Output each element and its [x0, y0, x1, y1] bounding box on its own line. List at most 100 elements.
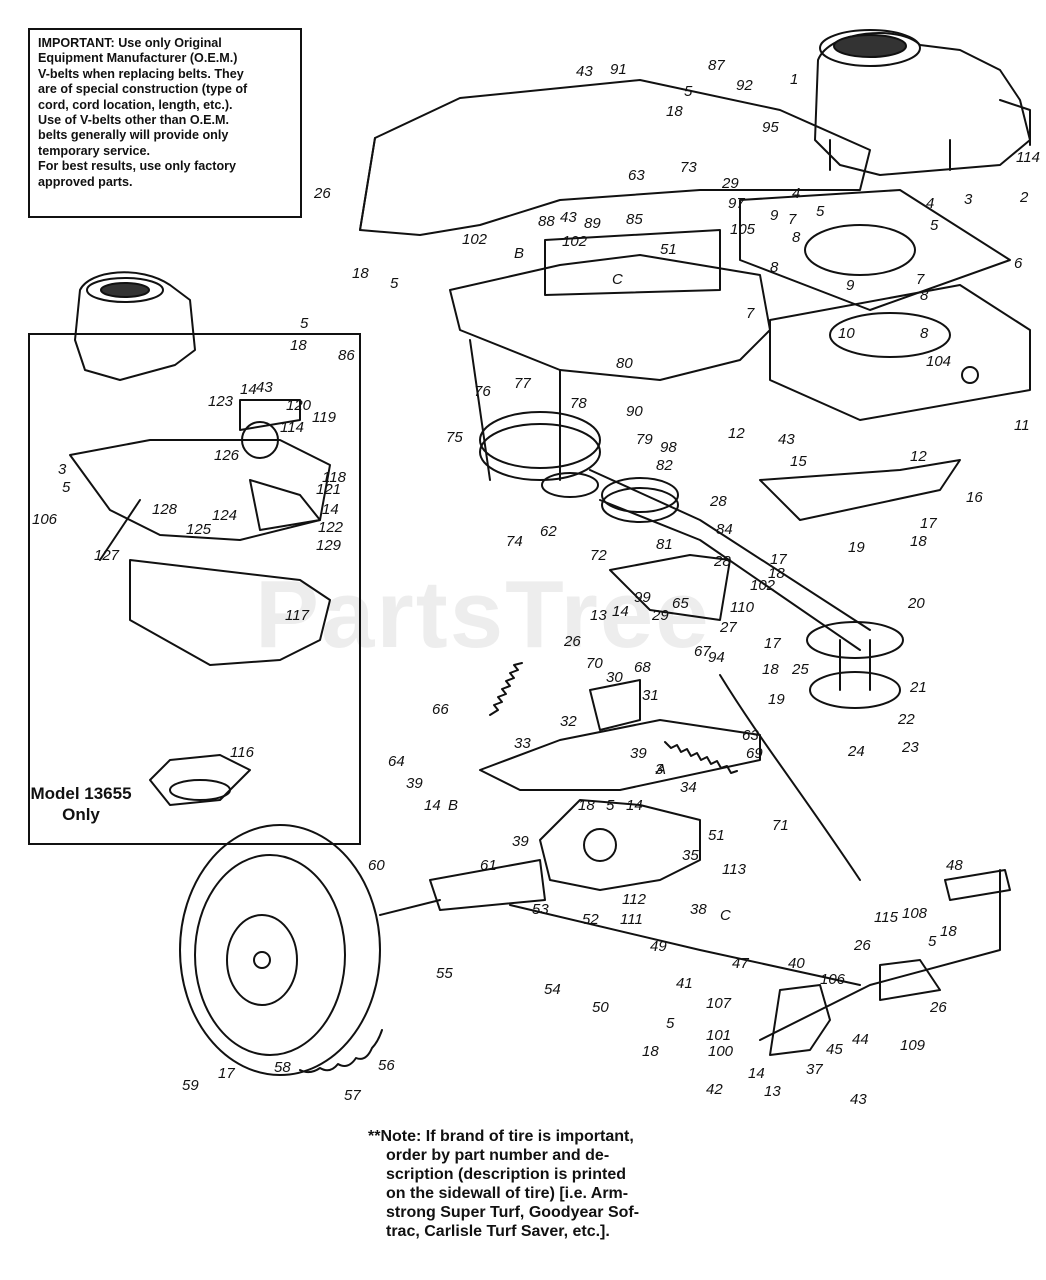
part-number-label: 98: [660, 439, 677, 456]
part-number-label: 7: [788, 211, 797, 228]
transaxle: [379, 799, 701, 916]
part-number-label: 26: [564, 633, 581, 650]
part-number-label: 43: [778, 431, 795, 448]
part-number-label: 3: [655, 761, 664, 778]
part-number-label: 17: [770, 551, 787, 568]
part-number-label: 56: [378, 1057, 395, 1074]
part-number-label: 57: [344, 1087, 361, 1104]
part-number-label: 102: [462, 231, 488, 248]
part-number-label: 109: [900, 1037, 926, 1054]
part-number-label: 17: [920, 515, 937, 532]
part-number-label: 64: [388, 753, 405, 770]
part-number-label: 9: [846, 277, 855, 294]
shift-linkage: [509, 869, 1011, 1056]
part-number-label: 68: [634, 659, 651, 676]
notice-line: V-belts when replacing belts. They: [38, 66, 244, 81]
rear-wheel: [179, 824, 383, 1076]
notice-line: IMPORTANT: Use only Original: [38, 36, 222, 50]
part-number-label: 77: [514, 375, 531, 392]
part-number-label: 44: [852, 1031, 869, 1048]
part-number-label: C: [720, 907, 731, 924]
part-number-label: 111: [620, 911, 643, 928]
part-number-label: 63: [628, 167, 645, 184]
part-number-label: 112: [622, 891, 646, 908]
part-number-label: 5: [684, 83, 693, 100]
part-number-label: 39: [512, 833, 529, 850]
inset-drawing: [69, 271, 331, 806]
part-number-label: 81: [656, 536, 673, 553]
part-number-label: 47: [732, 955, 749, 972]
part-number-label: 51: [708, 827, 725, 844]
part-number-label: 20: [908, 595, 925, 612]
engine-mount-plate: [739, 189, 1011, 311]
part-number-label: 60: [368, 857, 385, 874]
part-number-label: 59: [182, 1077, 199, 1094]
part-number-label: 7: [746, 305, 755, 322]
part-number-label: 43: [576, 63, 593, 80]
part-number-label: 26: [314, 185, 331, 202]
part-number-label: 30: [606, 669, 623, 686]
part-number-label: 35: [682, 847, 699, 864]
part-number-label: 114: [280, 419, 304, 436]
part-number-label: 58: [274, 1059, 291, 1076]
part-number-label: 120: [286, 397, 312, 414]
tire-note: **Note: If brand of tire is important, o…: [368, 1127, 668, 1241]
part-number-label: 39: [406, 775, 423, 792]
part-number-label: 99: [634, 589, 651, 606]
part-number-label: 105: [730, 221, 756, 238]
engine-assembly: [814, 29, 1031, 176]
tire-note-line: order by part number and de-: [386, 1147, 610, 1164]
part-number-label: 102: [562, 233, 588, 250]
part-number-label: 127: [94, 547, 120, 564]
part-number-label: 17: [764, 635, 781, 652]
part-number-label: 19: [768, 691, 785, 708]
part-number-label: 45: [826, 1041, 843, 1058]
part-number-label: 48: [946, 857, 963, 874]
part-number-label: 43: [850, 1091, 867, 1108]
part-number-label: 100: [708, 1043, 734, 1060]
part-number-label: 106: [820, 971, 846, 988]
part-number-label: 126: [214, 447, 240, 464]
part-number-label: B: [514, 245, 525, 262]
part-number-label: 26: [930, 999, 947, 1016]
part-number-label: 14: [424, 797, 441, 814]
hood-panel: [359, 79, 871, 236]
part-number-label: 114: [1016, 149, 1040, 166]
part-number-label: 125: [186, 521, 212, 538]
part-number-label: 7: [916, 271, 925, 288]
part-number-label: 14: [322, 501, 339, 518]
part-number-label: 71: [772, 817, 789, 834]
part-number-label: 27: [720, 619, 737, 636]
part-number-label: 22: [898, 711, 915, 728]
part-number-label: 78: [570, 395, 587, 412]
part-number-label: 16: [966, 489, 983, 506]
part-number-label: 102: [750, 577, 776, 594]
part-number-label: 129: [316, 537, 342, 554]
part-number-label: 116: [230, 744, 254, 761]
idler-bracket: [479, 554, 761, 791]
tire-note-line: on the sidewall of tire) [i.e. Arm-: [386, 1185, 629, 1202]
part-number-label: 14: [626, 797, 643, 814]
part-number-label: 18: [578, 797, 595, 814]
part-number-label: 6: [1014, 255, 1023, 272]
part-number-label: 74: [506, 533, 523, 550]
part-number-label: 5: [930, 217, 939, 234]
part-number-label: 123: [208, 393, 234, 410]
part-number-label: 8: [920, 287, 929, 304]
part-number-label: 55: [436, 965, 453, 982]
part-number-label: 39: [630, 745, 647, 762]
part-number-label: 12: [728, 425, 745, 442]
tire-note-line: **Note: If brand of tire is important,: [368, 1128, 634, 1145]
part-number-label: 62: [540, 523, 557, 540]
part-number-label: 63: [742, 727, 759, 744]
part-number-label: 87: [708, 57, 725, 74]
part-number-label: C: [612, 271, 623, 288]
part-number-label: 18: [768, 565, 785, 582]
part-number-label: 18: [940, 923, 957, 940]
part-number-label: 4: [926, 195, 935, 212]
part-number-label: 66: [432, 701, 449, 718]
part-number-label: 8: [792, 229, 801, 246]
part-number-label: 18: [642, 1043, 659, 1060]
part-number-label: 5: [666, 1015, 675, 1032]
